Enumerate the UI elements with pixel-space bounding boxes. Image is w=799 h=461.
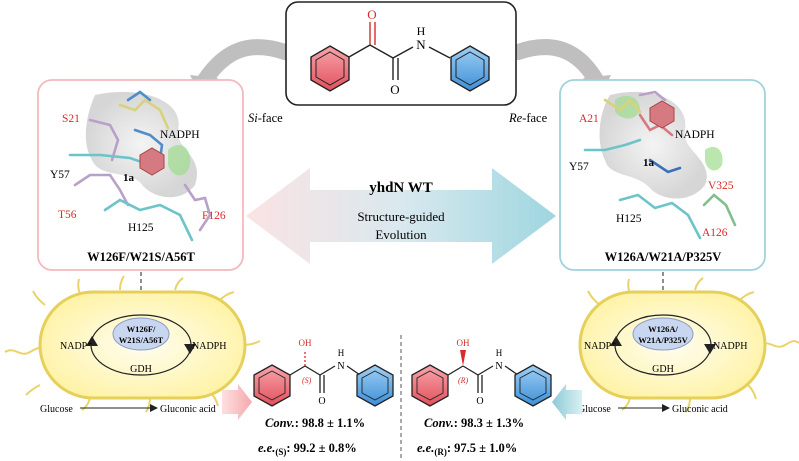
- left-cell-gdh: GDH: [130, 364, 152, 375]
- substrate-1a-left: 1a: [123, 172, 135, 184]
- evolution-double-arrow: yhdN WT Structure-guided Evolution: [246, 168, 556, 264]
- residue-a21: A21: [579, 113, 599, 125]
- residue-a126: A126: [702, 227, 728, 239]
- product-r-h: H: [496, 348, 503, 358]
- re-face-label: Re-face: [508, 111, 548, 125]
- left-cell-nadph: NADPH: [192, 341, 226, 352]
- left-product-arrow: [222, 384, 252, 420]
- residue-s21: S21: [62, 113, 80, 125]
- product-r-oh: OH: [457, 338, 470, 348]
- product-r-conversion: Conv.: 98.3 ± 1.3%: [424, 416, 524, 430]
- right-cell-enzyme-l1: W126A/: [648, 324, 678, 334]
- residue-f126: F126: [202, 210, 226, 222]
- left-mutant-label: W126F/W21S/A56T: [87, 250, 195, 264]
- evolution-line1: Structure-guided: [357, 209, 445, 224]
- left-whole-cell: W126F/ W21S/A56T GDH NADP⁺ NADPH: [4, 275, 261, 413]
- amide-hydrogen: H: [417, 24, 426, 38]
- left-cell-nadp: NADP⁺: [60, 341, 93, 352]
- si-face-label: Si-face: [248, 111, 283, 125]
- left-cell-enzyme-l2: W21S/A56T: [119, 335, 164, 345]
- residue-y57-right: Y57: [569, 161, 589, 173]
- right-cell-enzyme-l2: W21A/P325V: [638, 335, 688, 345]
- product-s-conversion: Conv.: 98.8 ± 1.1%: [265, 416, 365, 430]
- right-glucose: Glucose: [578, 404, 611, 415]
- right-cell-nadph: NADPH: [713, 341, 747, 352]
- evolution-line2: Evolution: [375, 227, 427, 242]
- residue-v325: V325: [708, 180, 734, 192]
- product-r-stereo: (R): [458, 376, 469, 385]
- right-product-arrow: [552, 384, 582, 420]
- product-s-o: O: [318, 396, 325, 407]
- residue-y57-left: Y57: [50, 169, 70, 181]
- amide-oxygen: O: [390, 82, 399, 97]
- product-s-stereo: (S): [302, 376, 312, 385]
- left-gluconic-acid: Gluconic acid: [160, 404, 216, 415]
- residue-h125-left: H125: [128, 222, 154, 234]
- product-s-oh: OH: [299, 338, 312, 348]
- amide-nitrogen: N: [416, 37, 426, 52]
- product-r-o: O: [476, 396, 483, 407]
- product-s-structure: OH (S) O H N: [253, 338, 394, 407]
- substrate-molecule: O O H N: [285, 1, 517, 106]
- right-cell-gdh: GDH: [652, 364, 674, 375]
- residue-nadph-right: NADPH: [675, 129, 715, 141]
- right-gluconic-acid: Gluconic acid: [672, 404, 728, 415]
- left-cell-enzyme-l1: W126F/: [127, 324, 156, 334]
- product-r-n: N: [495, 361, 502, 372]
- right-mutant-label: W126A/W21A/P325V: [605, 250, 722, 264]
- residue-t56: T56: [58, 209, 77, 221]
- substrate-1a-right: 1a: [643, 157, 655, 169]
- product-r-structure: OH (R) O H N: [411, 338, 552, 407]
- residue-nadph-left: NADPH: [160, 129, 200, 141]
- right-structure-panel: A21 NADPH Y57 1a V325 H125 A126 W126A/W2…: [559, 79, 766, 271]
- wt-enzyme-label: yhdN WT: [369, 180, 433, 196]
- residue-h125-right: H125: [616, 213, 642, 225]
- product-s-h: H: [338, 348, 345, 358]
- product-s-n: N: [337, 361, 344, 372]
- right-cell-nadp: NADP⁺: [584, 341, 617, 352]
- product-r-ee: e.e.(R): 97.5 ± 1.0%: [417, 441, 517, 457]
- product-s-ee: e.e.(S): 99.2 ± 0.8%: [258, 441, 357, 457]
- left-glucose: Glucose: [40, 404, 73, 415]
- right-whole-cell: W126A/ W21A/P325V GDH NADP⁺ NADPH: [578, 277, 799, 413]
- ketone-oxygen: O: [367, 7, 376, 22]
- left-structure-panel: S21 NADPH Y57 1a T56 H125 F126 W126F/W21…: [37, 79, 244, 271]
